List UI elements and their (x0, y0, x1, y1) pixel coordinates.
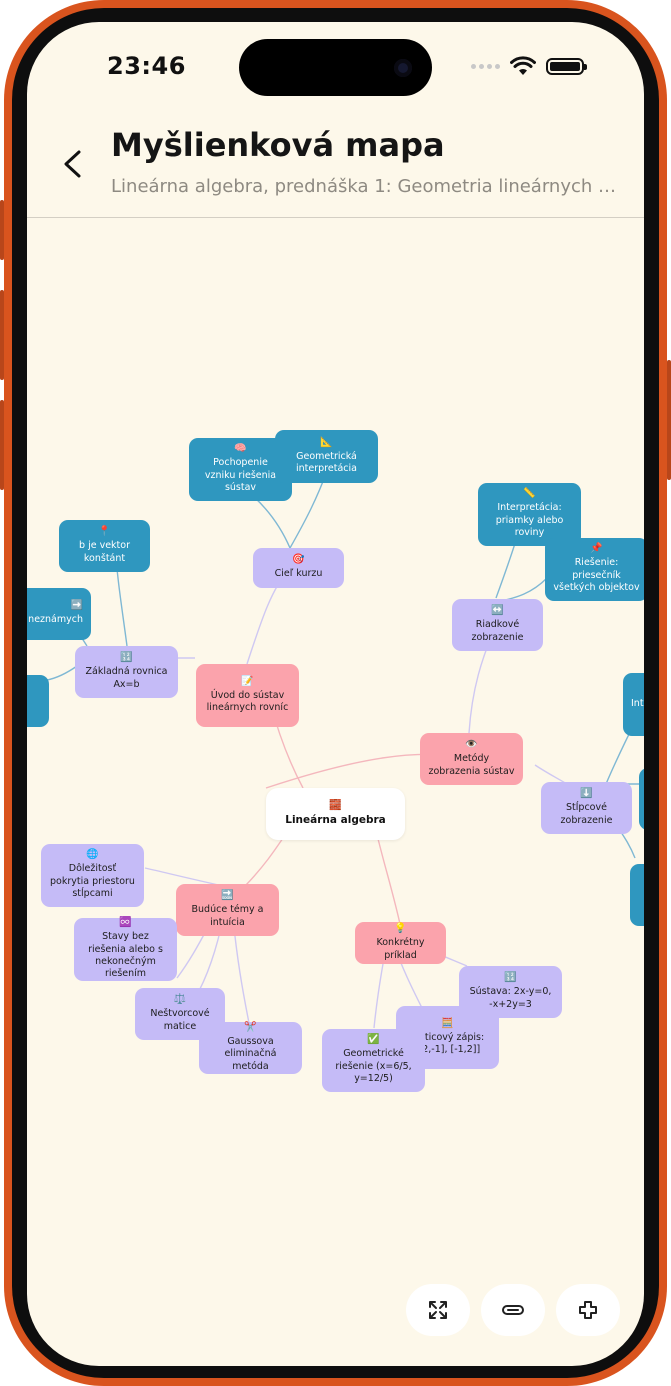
check-mark-icon: ✅ (367, 1034, 380, 1046)
node-label: b je vektor konštánt (79, 540, 130, 564)
node-label: Cieľ kurzu (274, 568, 323, 580)
node-stlpcove[interactable]: ⬇️ Stĺpcové zobrazenie (541, 782, 632, 834)
side-button (0, 290, 4, 380)
collapse-all-button[interactable] (481, 1284, 545, 1336)
node-dolezitost[interactable]: 🌐 Dôležitosť pokrytia priestoru stĺpcami (41, 844, 144, 907)
memo-icon: 📝 (241, 675, 254, 687)
node-ciel[interactable]: 🎯 Cieľ kurzu (253, 548, 344, 588)
node-label: Neštvorcové matice (150, 1008, 210, 1032)
node-pochopenie[interactable]: 🧠 Pochopenie vzniku riešenia sústav (189, 438, 292, 501)
plus-icon (579, 1301, 597, 1319)
scales-icon: ⚖️ (173, 994, 187, 1006)
pin-icon: 📍 (98, 526, 111, 538)
side-button (0, 200, 4, 260)
node-uvod[interactable]: 📝 Úvod do sústav lineárnych rovníc (196, 664, 299, 727)
abacus-icon: 🧮 (441, 1017, 454, 1029)
node-label: Základná rovnica Ax=b (85, 666, 168, 690)
page-title: Myšlienková mapa (111, 126, 445, 164)
node-riesenie-priesecnik[interactable]: 📌 Riešenie: priesečník všetkých objektov (545, 538, 644, 601)
header-divider (27, 217, 644, 218)
bricks-icon: 🧱 (329, 799, 342, 811)
brain-icon: 🧠 (234, 443, 247, 455)
side-button (667, 360, 671, 480)
node-label: Riešenie: priesečník všetkých objektov (553, 557, 640, 594)
dynamic-island (239, 39, 432, 96)
node-label: Pochopenie vzniku riešenia sústav (204, 457, 277, 494)
globe-icon: 🌐 (86, 849, 99, 861)
node-label: Dôležitosť pokrytia priestoru stĺpcami (50, 863, 135, 900)
node-xvektor[interactable]: ➡️ x je vektor neznámych (27, 588, 91, 640)
soon-arrow-icon: 🔜 (221, 890, 234, 902)
node-metody[interactable]: 👁️ Metódy zobrazenia sústav (420, 733, 523, 785)
target-icon: 🎯 (292, 554, 305, 566)
node-label: Gaussova eliminačná metóda (224, 1035, 277, 1072)
node-offscreen-left[interactable] (27, 675, 49, 727)
node-geom-riesenie[interactable]: ✅ Geometrické riešenie (x=6/5, y=12/5) (322, 1029, 425, 1092)
node-stavy[interactable]: ♾️ Stavy bez riešenia alebo s nekonečným… (74, 918, 177, 981)
expand-arrows-icon (429, 1301, 447, 1319)
node-buduce[interactable]: 🔜 Budúce témy a intuícia (176, 884, 279, 936)
node-label: Stavy bez riešenia alebo s nekonečným ri… (88, 931, 163, 980)
infinity-icon: ♾️ (119, 917, 132, 929)
scissors-icon: ✂️ (244, 1021, 257, 1033)
mindmap-canvas[interactable]: 🧱 Lineárna algebra 📝 Úvod do sústav line… (27, 218, 644, 1366)
node-label: Úvod do sústav lineárnych rovníc (206, 689, 289, 713)
fit-to-screen-button[interactable] (406, 1284, 470, 1336)
node-label: Interpretácia: priamky alebo roviny (495, 502, 564, 539)
down-arrow-icon: ⬇️ (580, 788, 593, 800)
link (144, 867, 224, 887)
pushpin-icon: 📌 (590, 543, 603, 555)
triangle-ruler-icon: 📐 (320, 436, 333, 448)
ruler-icon: 📏 (523, 488, 536, 500)
page-subtitle: Lineárna algebra, prednáška 1: Geometria… (111, 176, 621, 197)
numbers-icon: 🔢 (504, 972, 517, 984)
mindmap-root[interactable]: 🧱 Lineárna algebra (266, 788, 405, 840)
node-label: Lineárna algebra (285, 813, 386, 826)
chevron-left-icon (64, 150, 81, 178)
node-label: Geometrické riešenie (x=6/5, y=12/5) (335, 1048, 412, 1085)
node-stlp-interp[interactable]: Interpretácia: kombinácia (623, 673, 644, 736)
status-time: 23:46 (107, 52, 186, 80)
node-label: Stĺpcové zobrazenie (560, 802, 613, 826)
eye-icon: 👁️ (465, 739, 478, 751)
link (46, 665, 78, 681)
node-label: Interpretácia: kombinácia (631, 698, 644, 710)
node-label: Sústava: 2x-y=0, -x+2y=3 (469, 986, 552, 1010)
status-icons (471, 56, 587, 76)
camera-icon (394, 59, 412, 77)
app-screen: 23:46 Myšlienková mapa Lineárna algebra,… (27, 22, 644, 1366)
node-label: Geometrická interpretácia (296, 450, 357, 474)
node-offscreen-right[interactable] (639, 768, 644, 830)
left-right-arrow-icon: ↔️ (491, 605, 504, 617)
node-label: Konkrétny príklad (376, 937, 425, 961)
lightbulb-icon: 💡 (394, 923, 407, 935)
expand-all-button[interactable] (556, 1284, 620, 1336)
right-arrow-icon: ➡️ (70, 600, 83, 612)
node-label: Riadkové zobrazenie (471, 619, 524, 643)
node-zakladna[interactable]: 🔢 Základná rovnica Ax=b (75, 646, 178, 698)
node-bvektor[interactable]: 📍 b je vektor konštánt (59, 520, 150, 572)
signal-icon (471, 63, 500, 69)
node-offscreen-right[interactable] (630, 864, 644, 926)
battery-icon (546, 57, 587, 75)
node-label: Metódy zobrazenia sústav (428, 753, 515, 777)
link-icon (502, 1305, 524, 1315)
node-interpretacia[interactable]: 📏 Interpretácia: priamky alebo roviny (478, 483, 581, 546)
back-button[interactable] (57, 146, 93, 182)
node-nestvorcove[interactable]: ⚖️ Neštvorcové matice (135, 988, 225, 1040)
node-label: Maticový zápis: [[2,-1], [-1,2]] (410, 1031, 485, 1055)
node-label: x je vektor neznámych (27, 614, 83, 626)
numbers-icon: 🔢 (120, 652, 133, 664)
side-button (0, 400, 4, 490)
node-riadkove[interactable]: ↔️ Riadkové zobrazenie (452, 599, 543, 651)
wifi-icon (510, 56, 536, 75)
node-geometricka[interactable]: 📐 Geometrická interpretácia (275, 430, 378, 483)
node-label: Budúce témy a intuícia (191, 904, 264, 928)
node-konkretny[interactable]: 💡 Konkrétny príklad (355, 922, 446, 964)
